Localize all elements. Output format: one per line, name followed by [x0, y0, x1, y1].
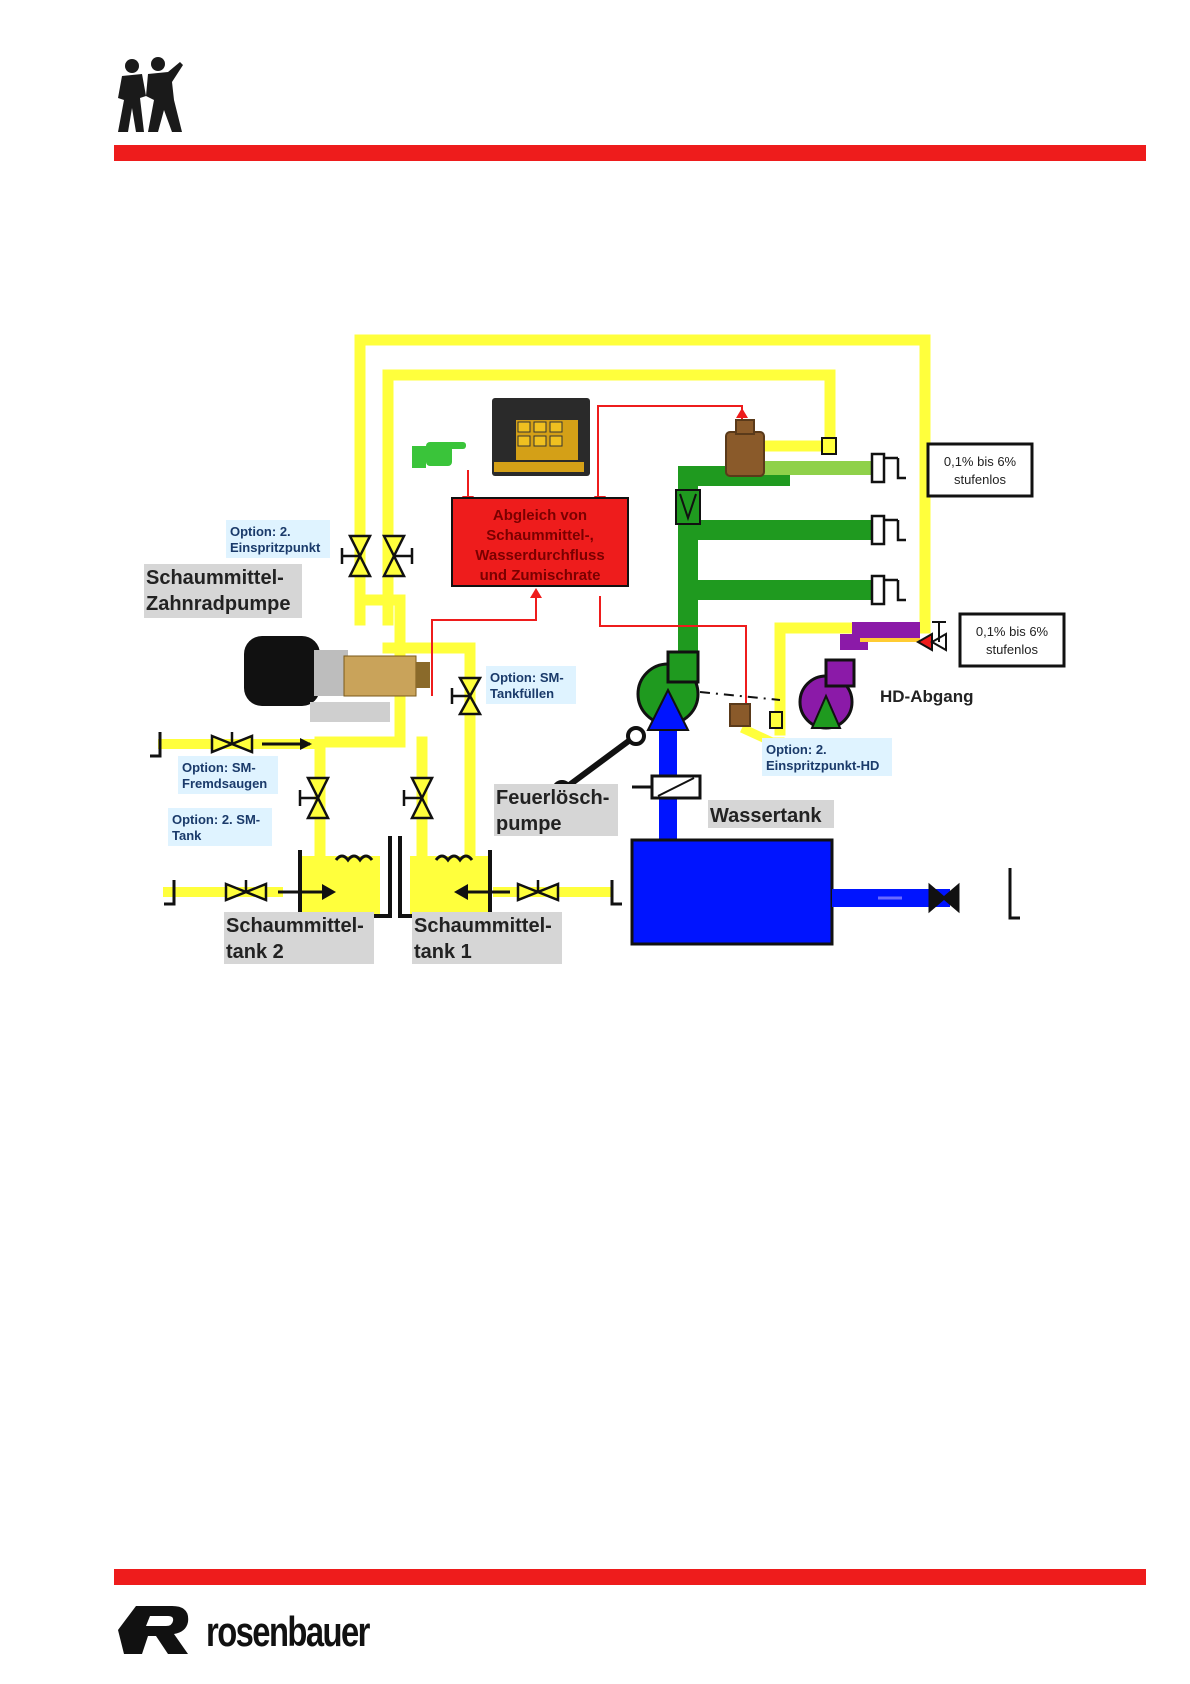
callout-hd-1: Option: 2.	[766, 742, 827, 757]
callout-injection-bg	[226, 520, 330, 558]
label-gear-pump-bg	[144, 564, 302, 618]
water-tank	[630, 838, 834, 946]
callout-injection-1: Option: 2.	[230, 524, 291, 539]
gear-pump-image	[244, 636, 430, 722]
control-box-line2: Schaummittel-,	[486, 527, 594, 544]
callout-tankfill-1: Option: SM-	[490, 670, 564, 685]
inlet-brackets	[150, 732, 1020, 920]
control-box-line4: und Zumischrate	[480, 567, 601, 584]
range-upper-line1: 0,1% bis 6%	[944, 454, 1017, 469]
callout-tankfill-bg	[486, 666, 576, 704]
label-foam-tank2-2: tank 2	[226, 941, 284, 963]
hp-pump	[798, 621, 947, 730]
label-water-tank-bg	[708, 800, 834, 828]
valves	[210, 534, 560, 902]
water-tank-group	[630, 700, 950, 946]
pointing-hand-icon	[412, 442, 466, 468]
foam-tank-1	[398, 836, 510, 918]
callout-hd-2: Einspritzpunkt-HD	[766, 758, 879, 773]
callout-external-bg	[178, 756, 278, 794]
control-box-line1: Abgleich von	[493, 507, 587, 524]
label-fire-pump-2: pumpe	[496, 813, 562, 835]
label-foam-tank1-bg	[412, 912, 562, 964]
flow-valve-blue	[632, 774, 702, 800]
range-lower-line2: stufenlos	[986, 642, 1039, 657]
outlets	[870, 452, 906, 606]
rosenbauer-r-logo-icon	[118, 1606, 189, 1654]
sensor-icon	[821, 437, 837, 455]
label-fire-pump-bg	[494, 784, 618, 836]
water-lines	[678, 461, 878, 690]
callout-tank2-1: Option: 2. SM-	[172, 812, 260, 827]
label-water-tank: Wassertank	[710, 805, 822, 827]
hd-injection-valve	[729, 703, 751, 727]
footer-red-bar	[114, 1569, 1146, 1585]
label-gear-pump-2: Zahnradpumpe	[146, 593, 290, 615]
control-box-line3: Wasserdurchfluss	[475, 547, 605, 564]
control-panel	[492, 398, 590, 476]
brand-text: rosenbauer	[206, 1608, 370, 1655]
fire-pump	[636, 650, 700, 731]
control-box	[451, 497, 629, 587]
callout-tank2-2: Tank	[172, 828, 202, 843]
label-gear-pump-1: Schaummittel-	[146, 567, 284, 589]
label-foam-tank2-1: Schaummittel-	[226, 915, 364, 937]
label-foam-tank1-2: tank 1	[414, 941, 472, 963]
callout-tank2-bg	[168, 808, 272, 846]
injection-valve	[725, 419, 765, 477]
callout-tankfill-2: Tankfüllen	[490, 686, 554, 701]
range-upper-line2: stufenlos	[954, 472, 1007, 487]
brand-logo: rosenbauer	[114, 1602, 394, 1666]
callout-hd-bg	[762, 738, 892, 776]
range-lower-line1: 0,1% bis 6%	[976, 624, 1049, 639]
main-valve	[928, 882, 960, 914]
callout-external-1: Option: SM-	[182, 760, 256, 775]
range-box-lower: 0,1% bis 6% stufenlos	[958, 612, 1066, 668]
header-red-bar	[114, 145, 1146, 161]
range-box-upper: 0,1% bis 6% stufenlos	[926, 442, 1034, 498]
label-foam-tank1-1: Schaummittel-	[414, 915, 552, 937]
foam-tank-2	[278, 836, 392, 918]
label-foam-tank2-bg	[224, 912, 374, 964]
checkvalve-green	[675, 489, 701, 525]
label-hd-outlet: HD-Abgang	[880, 687, 973, 706]
callout-external-2: Fremdsaugen	[182, 776, 267, 791]
callout-injection-2: Einspritzpunkt	[230, 540, 321, 555]
label-fire-pump-1: Feuerlösch-	[496, 787, 609, 809]
firefighters-logo-icon	[118, 57, 183, 132]
